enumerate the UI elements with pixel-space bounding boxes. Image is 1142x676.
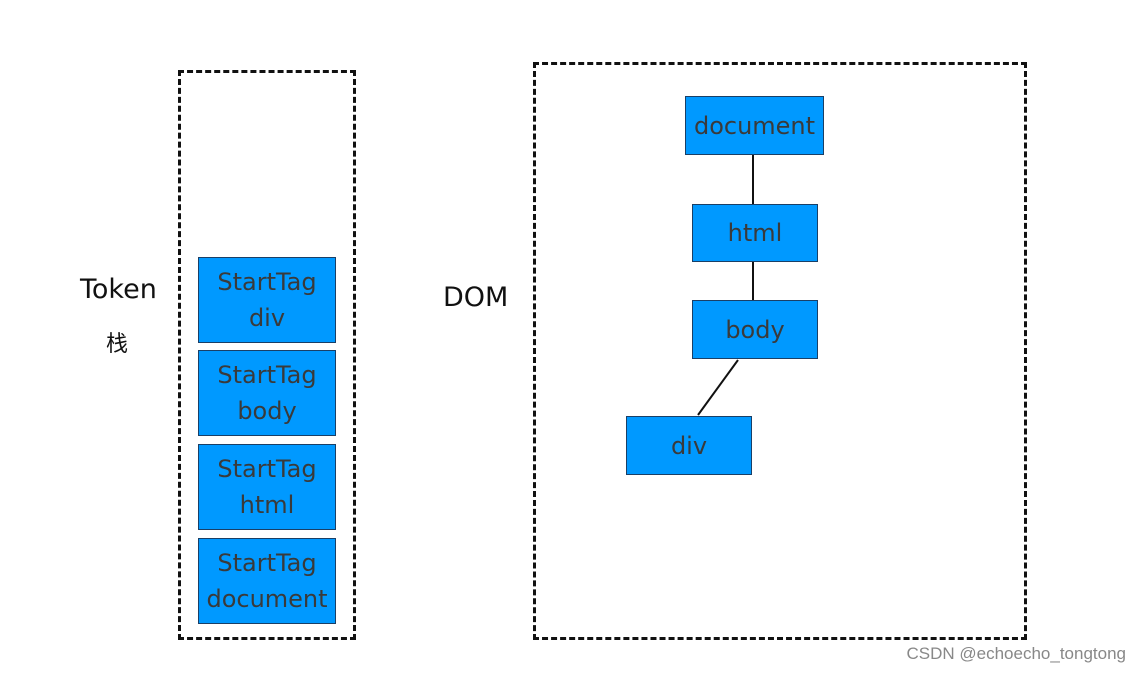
stack-item-name: div xyxy=(248,304,286,332)
stack-item-tag: StartTag xyxy=(217,268,317,296)
stack-item-html: StartTag html xyxy=(198,444,336,530)
stack-item-tag: StartTag xyxy=(217,455,317,483)
stack-item-name: body xyxy=(237,397,297,425)
stack-item-name: html xyxy=(239,491,295,519)
dom-node-document: document xyxy=(685,96,824,155)
dom-node-html: html xyxy=(692,204,818,262)
dom-node-body: body xyxy=(692,300,818,359)
stack-item-document: StartTag document xyxy=(198,538,336,624)
stack-item-body: StartTag body xyxy=(198,350,336,436)
token-stack-frame xyxy=(178,70,356,640)
dom-node-div: div xyxy=(626,416,752,475)
watermark: CSDN @echoecho_tongtong xyxy=(906,644,1126,663)
stack-item-name: document xyxy=(206,585,328,613)
stack-item-tag: StartTag xyxy=(217,549,317,577)
stack-item-div: StartTag div xyxy=(198,257,336,343)
dom-tree-label: DOM xyxy=(443,282,509,313)
token-stack-sublabel: 栈 xyxy=(106,332,129,357)
edge-body-div xyxy=(697,359,739,416)
token-stack-label: Token xyxy=(80,274,157,305)
stack-item-tag: StartTag xyxy=(217,361,317,389)
dom-tree-frame xyxy=(533,62,1027,640)
